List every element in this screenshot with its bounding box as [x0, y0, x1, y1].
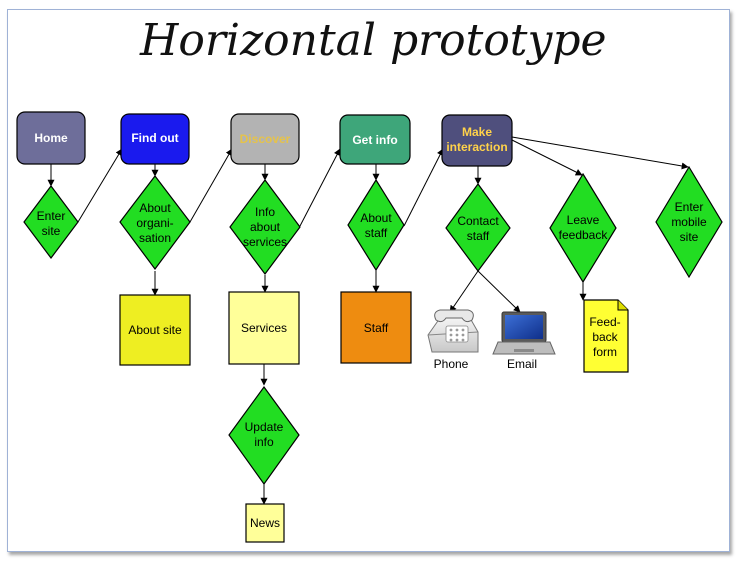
about-organisation-diamond — [119, 175, 191, 271]
find-out-box — [120, 113, 190, 165]
about-staff-diamond — [347, 178, 405, 272]
feedback-form-shape — [583, 299, 629, 373]
node-make-interaction: Make interaction — [441, 114, 513, 167]
node-find-out: Find out — [120, 113, 190, 165]
info-services-label-2: about — [250, 220, 281, 234]
leave-feedback-diamond — [549, 172, 617, 284]
make-interaction-box — [441, 114, 513, 167]
discover-box — [230, 113, 300, 165]
decision-enter-site: Enter site — [23, 185, 79, 259]
page-about-site: About site — [119, 294, 191, 366]
connector-enter-site-find-out — [77, 148, 123, 223]
about-site-box — [119, 294, 191, 366]
services-box — [228, 291, 300, 365]
get-info-box — [339, 114, 411, 165]
connector-make-interaction-enter-mobile — [511, 136, 689, 170]
about-organisation-label-2: organi- — [136, 216, 173, 230]
page-services: Services — [228, 291, 300, 365]
update-info-diamond — [228, 385, 300, 486]
make-interaction-label-2: interaction — [446, 140, 507, 154]
contact-staff-diamond — [445, 182, 511, 273]
node-get-info: Get info — [339, 114, 411, 165]
contact-staff-label-1: Contact — [457, 214, 499, 228]
feedback-form-fold — [617, 300, 628, 311]
leave-feedback-label-2: feedback — [559, 228, 609, 242]
connector-about-staff-make-interaction — [403, 148, 444, 227]
home-label: Home — [34, 131, 68, 145]
about-staff-label-2: staff — [365, 226, 388, 240]
info-services-label-3: services — [243, 235, 287, 249]
decision-about-staff: About staff — [347, 178, 405, 272]
news-box — [245, 503, 285, 543]
news-label: News — [250, 516, 280, 530]
services-label: Services — [241, 321, 287, 335]
node-home: Home — [16, 111, 86, 165]
enter-mobile-label-3: site — [680, 230, 699, 244]
diagram-frame — [7, 9, 730, 552]
about-site-label: About site — [128, 323, 182, 337]
phone-label: Phone — [434, 357, 469, 371]
find-out-label: Find out — [131, 131, 178, 145]
diagram-title: Horizontal prototype — [139, 15, 607, 66]
about-staff-label-1: About — [360, 211, 392, 225]
connector-about-org-discover — [189, 148, 233, 223]
about-organisation-label-1: About — [139, 201, 171, 215]
make-interaction-label-1: Make — [462, 125, 492, 139]
decision-update-info: Update info — [228, 385, 300, 486]
enter-site-label-2: site — [42, 224, 61, 238]
decision-leave-feedback: Leave feedback — [549, 172, 617, 284]
enter-mobile-label-2: mobile — [671, 215, 707, 229]
feedback-form-label-2: back — [592, 330, 618, 344]
leave-feedback-label-1: Leave — [567, 213, 600, 227]
enter-mobile-label-1: Enter — [675, 200, 704, 214]
email-label: Email — [507, 357, 537, 371]
staff-box — [340, 291, 412, 364]
decision-about-organisation: About organi- sation — [119, 175, 191, 271]
page-feedback-form: Feed- back form — [583, 299, 629, 373]
get-info-label: Get info — [352, 133, 397, 147]
laptop-icon — [492, 311, 556, 355]
page-staff: Staff — [340, 291, 412, 364]
feedback-form-label-3: form — [593, 345, 617, 359]
connector-contact-staff-phone — [449, 270, 479, 313]
enter-site-label-1: Enter — [37, 209, 66, 223]
enter-mobile-site-diamond — [655, 165, 723, 279]
feedback-form-label-1: Feed- — [589, 315, 620, 329]
discover-label: Discover — [240, 132, 291, 146]
decision-info-about-services: Info about services — [229, 178, 301, 276]
phone-icon — [427, 309, 479, 353]
info-about-services-diamond — [229, 178, 301, 276]
staff-label: Staff — [364, 321, 389, 335]
page-news: News — [245, 503, 285, 543]
connector-contact-staff-email — [477, 270, 521, 313]
connector-make-interaction-leave-feedback — [511, 139, 583, 176]
home-box — [16, 111, 86, 165]
contact-staff-label-2: staff — [467, 229, 490, 243]
update-info-label-2: info — [254, 435, 274, 449]
about-organisation-label-3: sation — [139, 231, 171, 245]
enter-site-diamond — [23, 185, 79, 259]
connectors — [47, 136, 689, 505]
update-info-label-1: Update — [245, 420, 284, 434]
connector-info-services-get-info — [299, 148, 341, 227]
decision-contact-staff: Contact staff — [445, 182, 511, 273]
decision-enter-mobile-site: Enter mobile site — [655, 165, 723, 279]
node-discover: Discover — [230, 113, 300, 165]
info-services-label-1: Info — [255, 205, 275, 219]
